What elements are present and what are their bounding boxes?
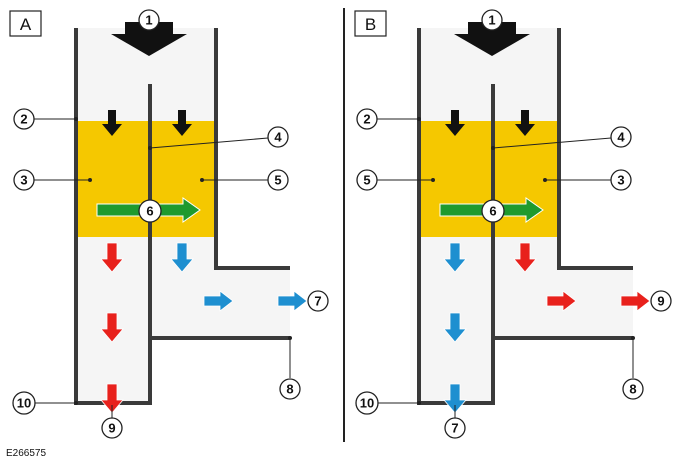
svg-text:2: 2: [363, 112, 370, 127]
svg-text:5: 5: [274, 173, 281, 188]
svg-text:10: 10: [360, 396, 374, 411]
panel-a-leader-dots: [74, 117, 292, 405]
down-arrow-icon: [100, 242, 124, 273]
svg-text:1: 1: [145, 13, 152, 28]
down-arrow-icon: [443, 383, 467, 414]
callout-5: 5: [267, 169, 289, 191]
svg-text:8: 8: [629, 382, 636, 397]
svg-text:7: 7: [451, 421, 458, 436]
right-arrow-icon: [546, 290, 577, 312]
svg-text:7: 7: [314, 294, 321, 309]
callout-6: 6: [138, 199, 162, 223]
callout-3: 3: [610, 169, 632, 191]
right-arrow-icon: [203, 290, 234, 312]
panel-b-leader-dots: [417, 117, 635, 405]
panel-b-label-box: [354, 10, 387, 37]
down-arrow-icon: [443, 242, 467, 273]
svg-text:10: 10: [17, 396, 31, 411]
svg-text:8: 8: [286, 382, 293, 397]
callout-8: 8: [622, 378, 644, 400]
down-arrow-icon: [102, 110, 122, 136]
down-arrow-icon: [100, 312, 124, 343]
down-arrow-icon: [515, 110, 535, 136]
panel-b-label: B: [365, 15, 376, 34]
callout-8: 8: [279, 378, 301, 400]
svg-text:3: 3: [20, 173, 27, 188]
svg-text:4: 4: [274, 130, 282, 145]
panel-a-label: A: [20, 15, 32, 34]
svg-text:6: 6: [489, 204, 496, 219]
panel-a: A: [9, 9, 329, 439]
callout-5: 5: [356, 169, 378, 191]
svg-text:9: 9: [108, 421, 115, 436]
callout-10: 10: [12, 391, 36, 415]
svg-text:4: 4: [617, 130, 625, 145]
down-arrow-icon: [445, 110, 465, 136]
svg-text:6: 6: [146, 204, 153, 219]
callout-2: 2: [356, 108, 378, 130]
right-arrow-icon: [620, 290, 651, 312]
figure-reference: E266575: [6, 448, 46, 459]
svg-text:9: 9: [657, 294, 664, 309]
callout-7: 7: [307, 290, 329, 312]
callout-1: 1: [138, 9, 160, 31]
callout-9: 9: [101, 417, 123, 439]
big-down-arrow-icon: [454, 22, 530, 56]
svg-text:2: 2: [20, 112, 27, 127]
callout-4: 4: [267, 126, 289, 148]
panel-b-callouts: 1 2 5 4 3 6 9: [355, 9, 672, 439]
panel-b: B: [354, 9, 672, 439]
callout-7: 7: [444, 417, 466, 439]
callout-3: 3: [13, 169, 35, 191]
down-arrow-icon: [513, 242, 537, 273]
down-arrow-icon: [172, 110, 192, 136]
panel-a-label-box: [9, 10, 42, 37]
svg-text:3: 3: [617, 173, 624, 188]
callout-6: 6: [481, 199, 505, 223]
right-arrow-icon: [277, 290, 308, 312]
svg-text:5: 5: [363, 173, 370, 188]
callout-1: 1: [481, 9, 503, 31]
callout-10: 10: [355, 391, 379, 415]
panel-a-callouts: 1 2 3 4 5 6 7: [12, 9, 329, 439]
panel-b-leaders: [377, 118, 634, 418]
down-arrow-icon: [170, 242, 194, 273]
callout-9: 9: [650, 290, 672, 312]
svg-text:1: 1: [488, 13, 495, 28]
panel-b-walls: [417, 28, 633, 405]
big-down-arrow-icon: [111, 22, 187, 56]
callout-4: 4: [610, 126, 632, 148]
callout-2: 2: [13, 108, 35, 130]
panel-a-leaders: [34, 118, 291, 418]
down-arrow-icon: [443, 312, 467, 343]
down-arrow-icon: [100, 383, 124, 414]
panel-a-walls: [74, 28, 290, 405]
